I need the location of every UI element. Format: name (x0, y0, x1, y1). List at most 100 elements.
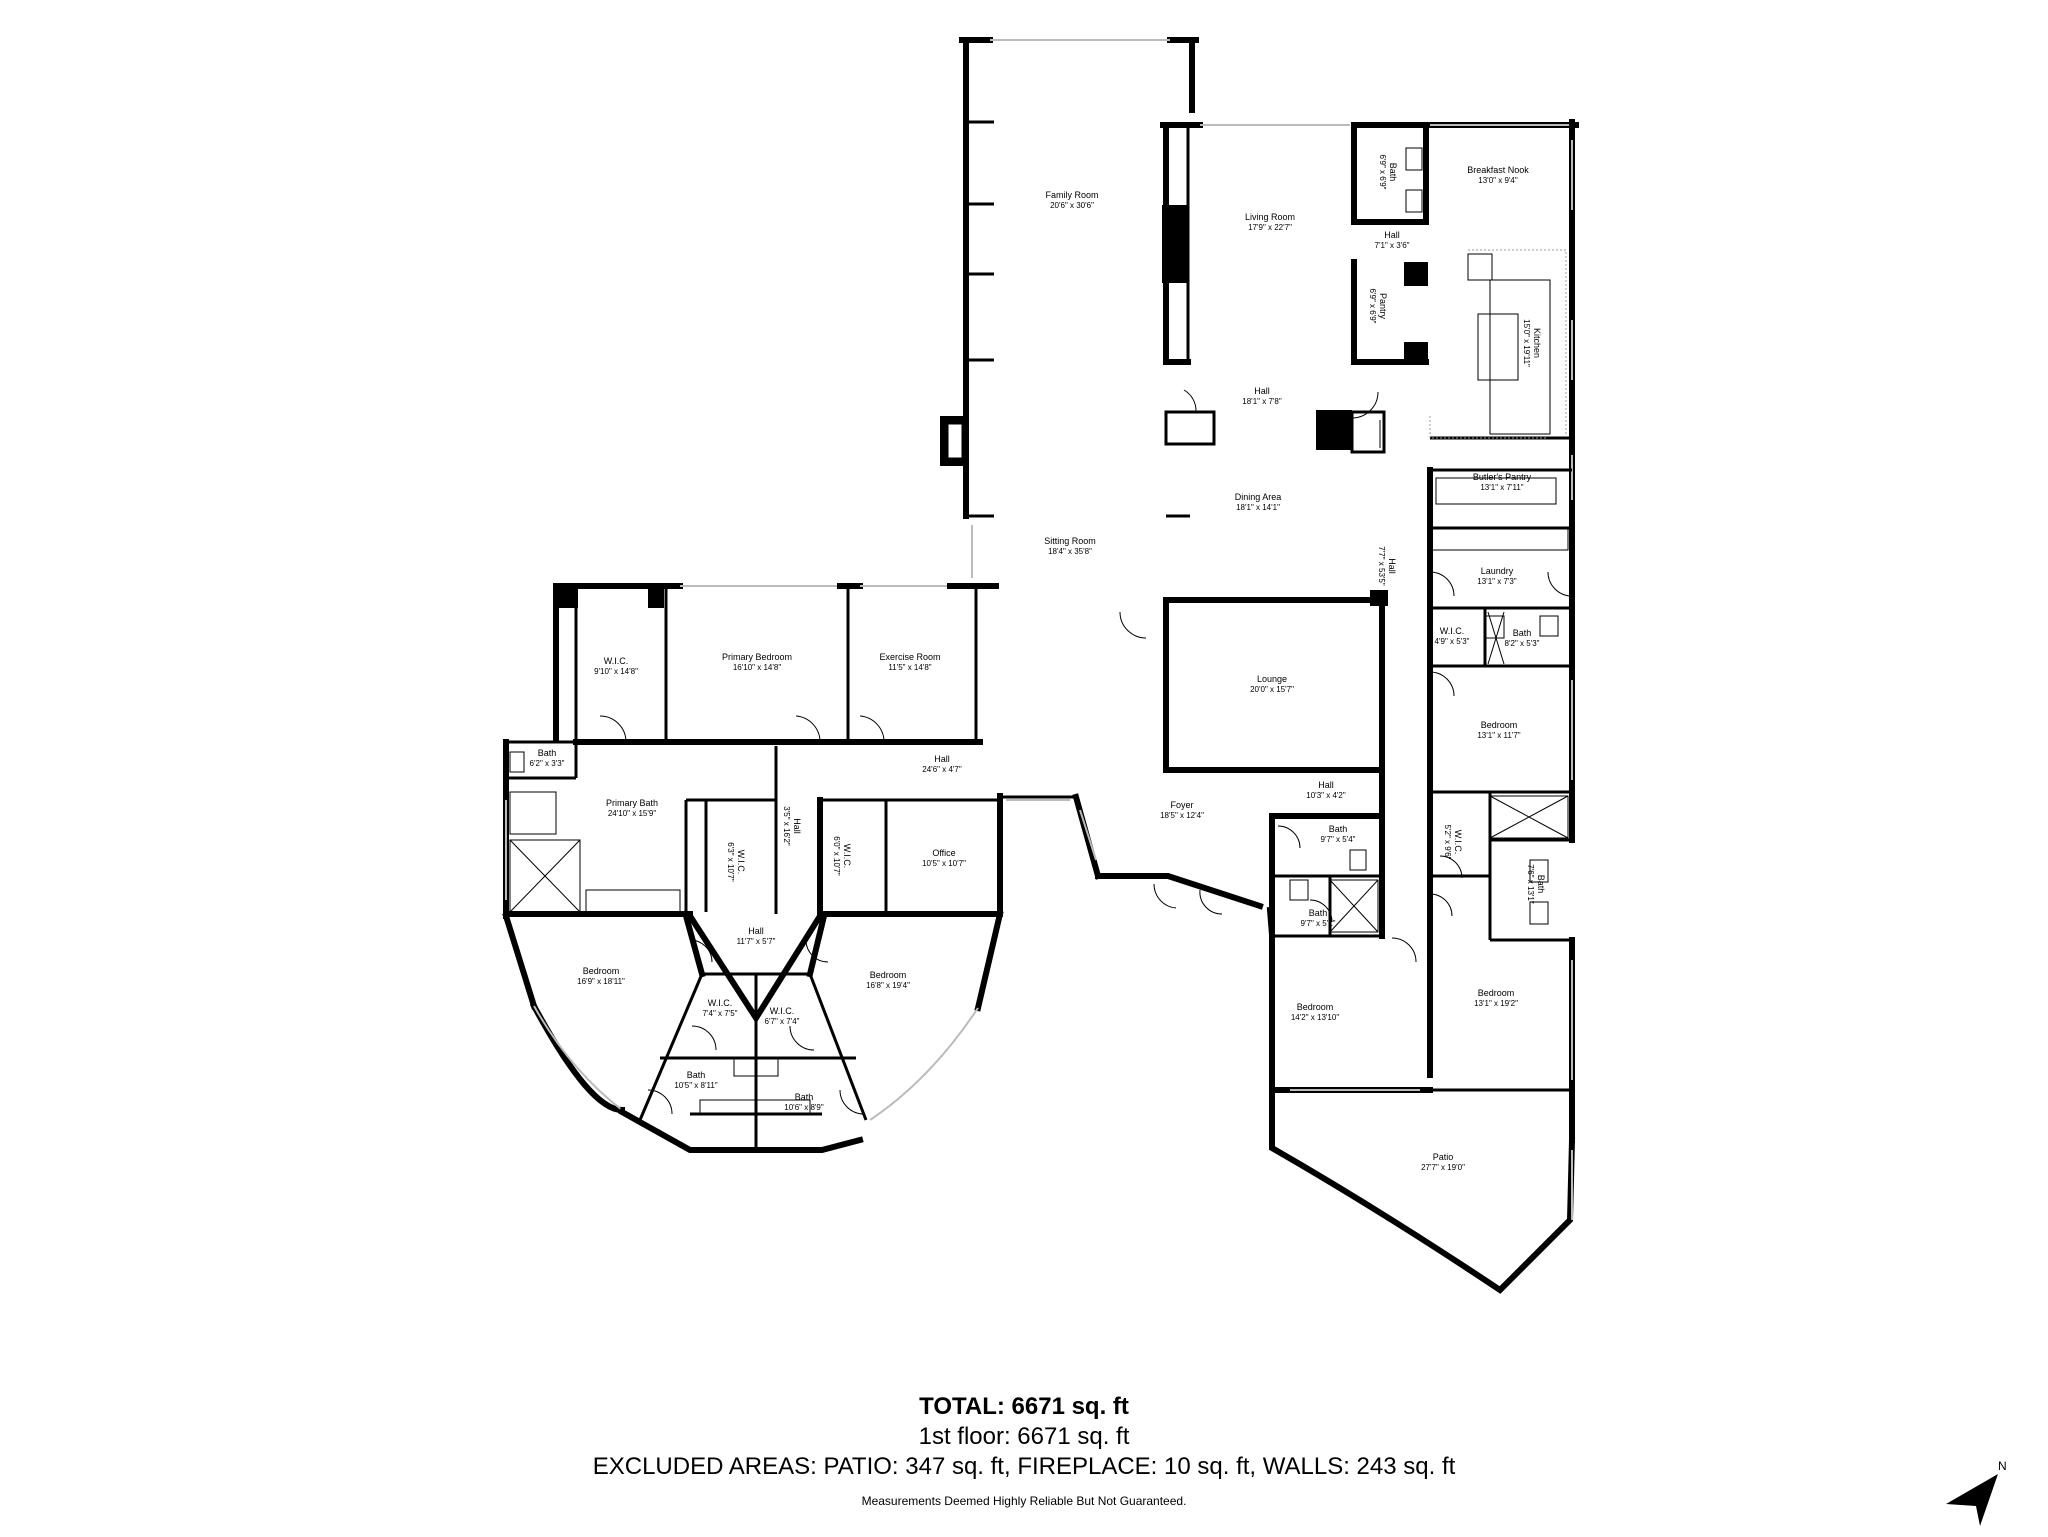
room-dimensions: 14'2" x 13'10" (1291, 1013, 1339, 1022)
room-name: Butler's Pantry (1473, 472, 1532, 482)
room-name: W.I.C. (1440, 626, 1465, 636)
room-dimensions: 20'6" x 30'6" (1050, 201, 1094, 210)
room-name: Bath (1309, 908, 1328, 918)
footer: TOTAL: 6671 sq. ft 1st floor: 6671 sq. f… (0, 1392, 2048, 1508)
room-dimensions: 20'0" x 15'7" (1250, 685, 1294, 694)
excluded-areas: EXCLUDED AREAS: PATIO: 347 sq. ft, FIREP… (592, 1453, 1456, 1480)
room-name: Bedroom (1478, 988, 1515, 998)
room-wic-primary-bath: W.I.C.6'3" x 10'7" (726, 842, 746, 882)
room-dimensions: 6'9" x 6'9" (1368, 289, 1377, 324)
room-dimensions: 4'9" x 5'3" (1435, 637, 1470, 646)
fixtures (509, 147, 1569, 1115)
room-name: Office (932, 848, 955, 858)
room-name: Bath (687, 1070, 706, 1080)
room-wic-laundry: W.I.C.4'9" x 5'3" (1435, 626, 1470, 646)
room-dimensions: 7'1" x 3'6" (1375, 241, 1410, 250)
room-dimensions: 7'6" x 13'1" (1526, 864, 1535, 904)
room-dimensions: 16'10" x 14'8" (733, 663, 781, 672)
room-wic-east-2: W.I.C.5'2" x 9'6" (1443, 825, 1463, 860)
room-name: Bath (1536, 875, 1546, 894)
room-name: Hall (1387, 558, 1397, 574)
room-name: W.I.C. (736, 850, 746, 875)
doors (599, 389, 1573, 1115)
compass-label: N (1998, 1459, 2007, 1473)
room-name: W.I.C. (604, 656, 629, 666)
room-name: Dining Area (1235, 492, 1282, 502)
room-name: Hall (934, 754, 950, 764)
room-dimensions: 18'4" x 35'8" (1048, 547, 1092, 556)
room-name: Bath (1513, 628, 1532, 638)
room-dimensions: 9'10" x 14'8" (594, 667, 638, 676)
room-wic-office: W.I.C.6'0" x 10'7" (832, 836, 852, 876)
room-dimensions: 13'0" x 9'4" (1478, 176, 1518, 185)
room-name: Primary Bedroom (722, 652, 792, 662)
room-name: Bath (538, 748, 557, 758)
room-name: Bedroom (1481, 720, 1518, 730)
room-dimensions: 18'5" x 12'4" (1160, 811, 1204, 820)
room-name: Hall (1384, 230, 1400, 240)
room-name: Hall (748, 926, 764, 936)
room-dimensions: 27'7" x 19'0" (1421, 1163, 1465, 1172)
room-dimensions: 17'9" x 22'7" (1248, 223, 1292, 232)
room-dimensions: 16'9" x 18'11" (577, 977, 625, 986)
room-wic-wing-e: W.I.C.6'7" x 7'4" (765, 1006, 800, 1026)
room-name: Exercise Room (879, 652, 940, 662)
room-wic-primary: W.I.C.9'10" x 14'8" (594, 656, 638, 676)
room-dimensions: 6'0" x 10'7" (832, 836, 841, 876)
room-dimensions: 10'6" x 8'9" (784, 1103, 824, 1112)
room-name: Lounge (1257, 674, 1287, 684)
floor-area: 1st floor: 6671 sq. ft (918, 1423, 1130, 1450)
room-name: Hall (1318, 780, 1334, 790)
room-dimensions: 13'1" x 7'3" (1477, 577, 1517, 586)
room-wic-wing-w: W.I.C.7'4" x 7'5" (703, 998, 738, 1018)
room-dimensions: 11'7" x 5'7" (737, 937, 776, 946)
room-dimensions: 13'1" x 19'2" (1474, 999, 1518, 1008)
room-name: Primary Bath (606, 798, 658, 808)
room-dimensions: 24'10" x 15'9" (608, 809, 656, 818)
room-dimensions: 8'2" x 5'3" (1505, 639, 1540, 648)
room-dimensions: 10'5" x 8'11" (674, 1081, 717, 1090)
room-name: Sitting Room (1044, 536, 1096, 546)
room-dimensions: 6'2" x 3'3" (530, 759, 565, 768)
room-dimensions: 13'1" x 7'11" (1480, 483, 1523, 492)
room-name: W.I.C. (708, 998, 733, 1008)
room-name: Bedroom (870, 970, 907, 980)
room-dimensions: 6'9" x 6'9" (1378, 155, 1387, 190)
room-name: Breakfast Nook (1467, 165, 1529, 175)
disclaimer: Measurements Deemed Highly Reliable But … (861, 1494, 1187, 1508)
room-name: Foyer (1170, 800, 1193, 810)
room-dimensions: 11'5" x 14'8" (888, 663, 931, 672)
room-dimensions: 16'8" x 19'4" (866, 981, 910, 990)
room-name: Pantry (1378, 293, 1388, 320)
room-dimensions: 7'7" x 53'5" (1377, 546, 1386, 586)
room-dimensions: 15'0" x 19'11" (1522, 319, 1531, 367)
room-dimensions: 18'1" x 14'1" (1236, 503, 1280, 512)
room-name: W.I.C. (770, 1006, 795, 1016)
